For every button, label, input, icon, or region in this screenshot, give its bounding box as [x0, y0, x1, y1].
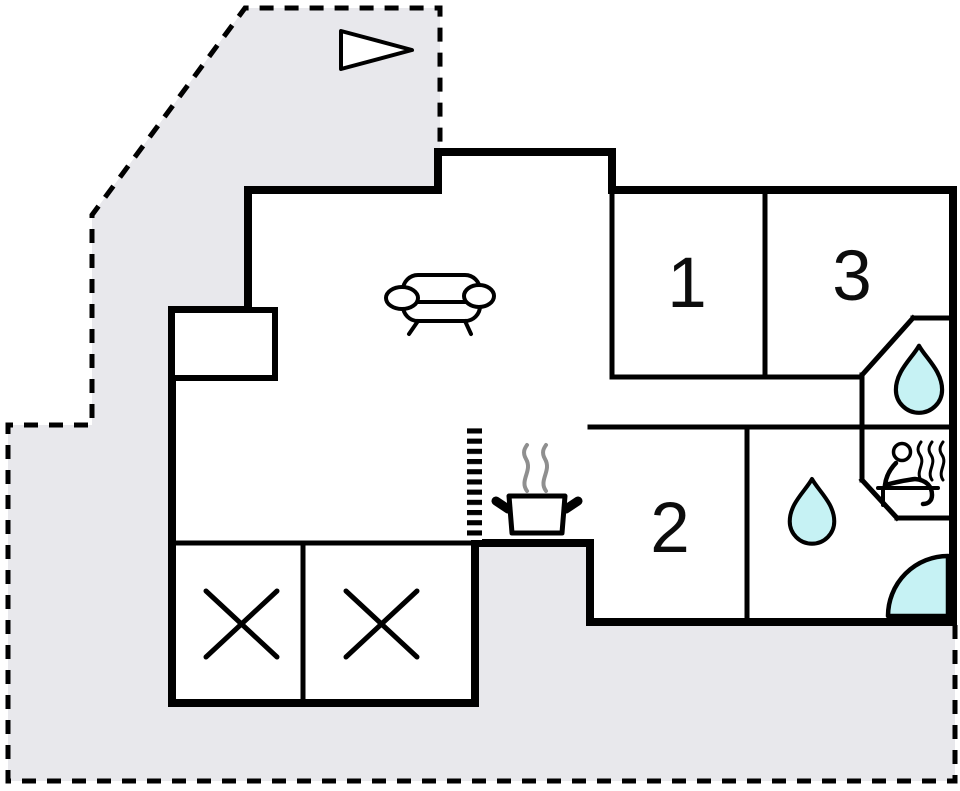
interior-walls [169, 187, 956, 703]
closet-box [169, 307, 278, 381]
sofa-icon [384, 273, 496, 336]
room-3-label: 3 [832, 237, 872, 316]
pot-handle-right [561, 496, 583, 514]
steam-wave [541, 443, 549, 493]
pot-body [506, 493, 568, 536]
steam-wave [938, 440, 946, 482]
crossed-box-icon [343, 588, 420, 660]
sofa-leg-right [463, 319, 473, 336]
water-drop-icon [787, 477, 837, 546]
cross-line [343, 588, 420, 660]
pot-handle-left [491, 496, 513, 514]
steam-wave [927, 440, 935, 482]
shower-quarter-circle-icon [885, 553, 951, 619]
steam-icon [522, 443, 549, 493]
hatched-partition-icon [467, 428, 482, 540]
sauna-person-body [882, 460, 935, 507]
steam-wave [522, 443, 530, 493]
sofa-armrest-right [462, 283, 496, 309]
stove-pot-icon [491, 443, 583, 536]
steam-wave [916, 440, 924, 482]
room-2-label: 2 [650, 489, 690, 568]
sofa-leg-left [407, 319, 420, 336]
crossed-box-icon [203, 588, 280, 660]
sauna-icon [876, 440, 946, 507]
cross-line [203, 588, 280, 660]
north-arrow-icon [339, 29, 414, 71]
sauna-steam [916, 440, 946, 482]
sofa-armrest-left [384, 285, 420, 311]
sauna-person-head [891, 441, 913, 463]
room-1-label: 1 [667, 244, 707, 323]
water-drop-icon [893, 343, 945, 415]
